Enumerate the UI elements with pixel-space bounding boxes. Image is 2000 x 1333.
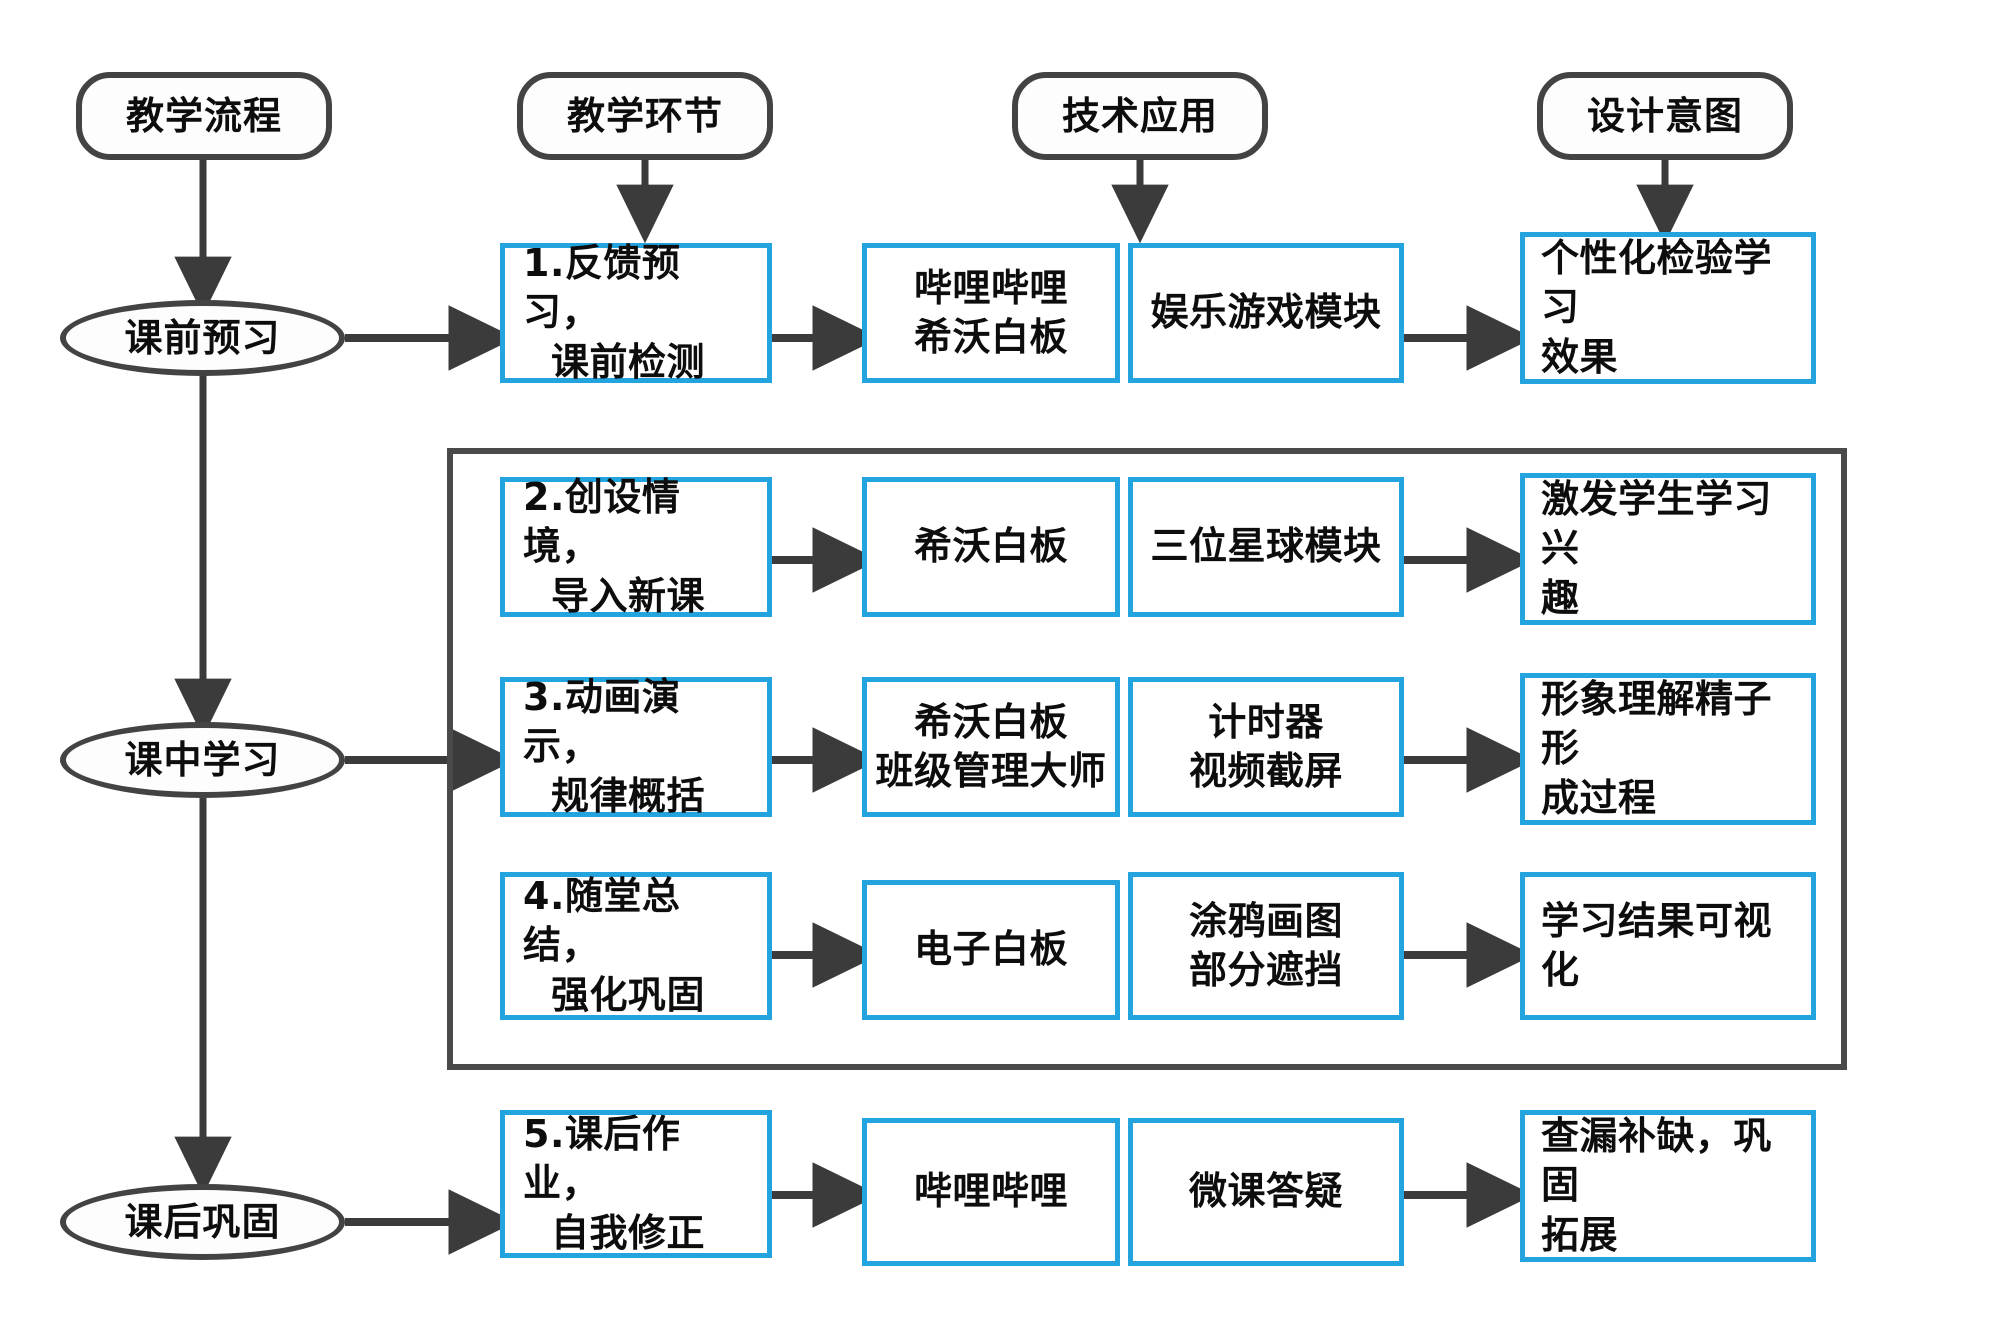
- step-box-3-line1: 3.动画演示，: [523, 674, 681, 769]
- step-box-4-line1: 4.随堂总结，: [523, 873, 681, 968]
- intent-box-2: 激发学生学习兴 趣: [1520, 473, 1816, 625]
- intent-box-2-text: 激发学生学习兴 趣: [1525, 475, 1811, 623]
- step-box-5: 5.课后作业， 自我修正: [500, 1110, 772, 1258]
- step-box-3-text: 3.动画演示， 规律概括: [505, 673, 767, 821]
- tech-box-2b-text: 三位星球模块: [1150, 524, 1382, 569]
- header-technology: 技术应用: [1012, 72, 1268, 160]
- tech-box-2a: 希沃白板: [862, 477, 1120, 617]
- stage-post-class: 课后巩固: [60, 1184, 345, 1260]
- tech-box-3a-text: 希沃白板 班级管理大师: [867, 698, 1115, 797]
- header-technology-label: 技术应用: [1061, 94, 1218, 138]
- step-box-1-text: 1.反馈预习， 课前检测: [505, 239, 767, 387]
- step-box-3-line2: 规律概括: [551, 773, 706, 818]
- step-box-2: 2.创设情境， 导入新课: [500, 475, 772, 618]
- header-teaching-phase: 教学环节: [517, 72, 773, 160]
- tech-box-5b: 微课答疑: [1128, 1118, 1404, 1266]
- tech-box-3b-text: 计时器 视频截屏: [1133, 698, 1399, 797]
- header-teaching-flow: 教学流程: [76, 72, 332, 160]
- intent-box-1-text: 个性化检验学习 效果: [1525, 234, 1811, 382]
- step-box-1-line1: 1.反馈预习，: [523, 240, 681, 335]
- tech-box-3a: 希沃白板 班级管理大师: [862, 677, 1120, 817]
- intent-box-5-line1: 查漏补缺，巩固: [1541, 1113, 1773, 1208]
- step-box-2-line1: 2.创设情境，: [523, 474, 681, 569]
- header-teaching-flow-label: 教学流程: [125, 94, 282, 138]
- stage-in-class: 课中学习: [60, 722, 345, 798]
- intent-box-1-line2: 效果: [1541, 334, 1619, 379]
- tech-box-2b: 三位星球模块: [1128, 477, 1404, 617]
- tech-box-3b: 计时器 视频截屏: [1128, 677, 1404, 817]
- intent-box-5-text: 查漏补缺，巩固 拓展: [1525, 1112, 1811, 1260]
- intent-box-4-text: 学习结果可视化: [1541, 898, 1773, 992]
- stage-in-class-label: 课中学习: [124, 738, 281, 782]
- tech-box-1a-line2: 希沃白板: [913, 315, 1068, 359]
- tech-box-3b-line1: 计时器: [1208, 699, 1324, 744]
- tech-box-3a-line2: 班级管理大师: [875, 749, 1107, 793]
- step-box-1: 1.反馈预习， 课前检测: [500, 241, 772, 384]
- step-box-4: 4.随堂总结， 强化巩固: [500, 872, 772, 1020]
- step-box-4-line2: 强化巩固: [551, 972, 706, 1017]
- intent-box-5-line2: 拓展: [1541, 1212, 1619, 1257]
- intent-box-3-line2: 成过程: [1541, 775, 1657, 820]
- step-box-5-line2: 自我修正: [551, 1210, 706, 1255]
- intent-box-2-line1: 激发学生学习兴: [1541, 476, 1773, 571]
- step-box-3: 3.动画演示， 规律概括: [500, 675, 772, 818]
- tech-box-4b: 涂鸦画图 部分遮挡: [1128, 872, 1404, 1020]
- tech-box-1b: 娱乐游戏模块: [1128, 243, 1404, 383]
- step-box-5-line1: 5.课后作业，: [523, 1111, 681, 1206]
- tech-box-4b-line2: 部分遮挡: [1188, 948, 1343, 992]
- intent-box-1-line1: 个性化检验学习: [1541, 235, 1773, 330]
- step-box-2-line2: 导入新课: [551, 573, 706, 618]
- intent-box-5: 查漏补缺，巩固 拓展: [1520, 1110, 1816, 1262]
- tech-box-5a: 哔哩哔哩: [862, 1118, 1120, 1266]
- intent-box-1: 个性化检验学习 效果: [1520, 232, 1816, 384]
- tech-box-4b-line1: 涂鸦画图: [1188, 898, 1343, 943]
- in-class-group-frame: [447, 448, 1847, 1070]
- tech-box-3b-line2: 视频截屏: [1188, 749, 1343, 793]
- intent-box-4: 学习结果可视化: [1520, 872, 1816, 1020]
- step-box-5-text: 5.课后作业， 自我修正: [505, 1110, 767, 1258]
- stage-post-class-label: 课后巩固: [124, 1200, 281, 1244]
- header-design-intent: 设计意图: [1537, 72, 1793, 160]
- tech-box-1a: 哔哩哔哩 希沃白板: [862, 243, 1120, 383]
- stage-pre-class-label: 课前预习: [124, 316, 281, 360]
- step-box-4-text: 4.随堂总结， 强化巩固: [505, 872, 767, 1020]
- intent-box-3-line1: 形象理解精子形: [1541, 676, 1773, 771]
- tech-box-5a-text: 哔哩哔哩: [913, 1169, 1068, 1214]
- intent-box-2-line2: 趣: [1541, 575, 1580, 620]
- tech-box-4b-text: 涂鸦画图 部分遮挡: [1133, 897, 1399, 996]
- header-teaching-phase-label: 教学环节: [566, 94, 723, 138]
- intent-box-3-text: 形象理解精子形 成过程: [1525, 675, 1811, 823]
- tech-box-1a-line1: 哔哩哔哩: [913, 265, 1068, 310]
- step-box-2-text: 2.创设情境， 导入新课: [505, 473, 767, 621]
- tech-box-4a-text: 电子白板: [913, 927, 1068, 972]
- header-design-intent-label: 设计意图: [1586, 94, 1743, 138]
- tech-box-3a-line1: 希沃白板: [913, 699, 1068, 744]
- tech-box-1a-text: 哔哩哔哩 希沃白板: [867, 264, 1115, 363]
- tech-box-5b-text: 微课答疑: [1188, 1169, 1343, 1214]
- step-box-1-line2: 课前检测: [551, 339, 706, 384]
- intent-box-3: 形象理解精子形 成过程: [1520, 673, 1816, 825]
- tech-box-1b-text: 娱乐游戏模块: [1150, 290, 1382, 335]
- stage-pre-class: 课前预习: [60, 300, 345, 376]
- tech-box-4a: 电子白板: [862, 880, 1120, 1020]
- tech-box-2a-text: 希沃白板: [913, 524, 1068, 569]
